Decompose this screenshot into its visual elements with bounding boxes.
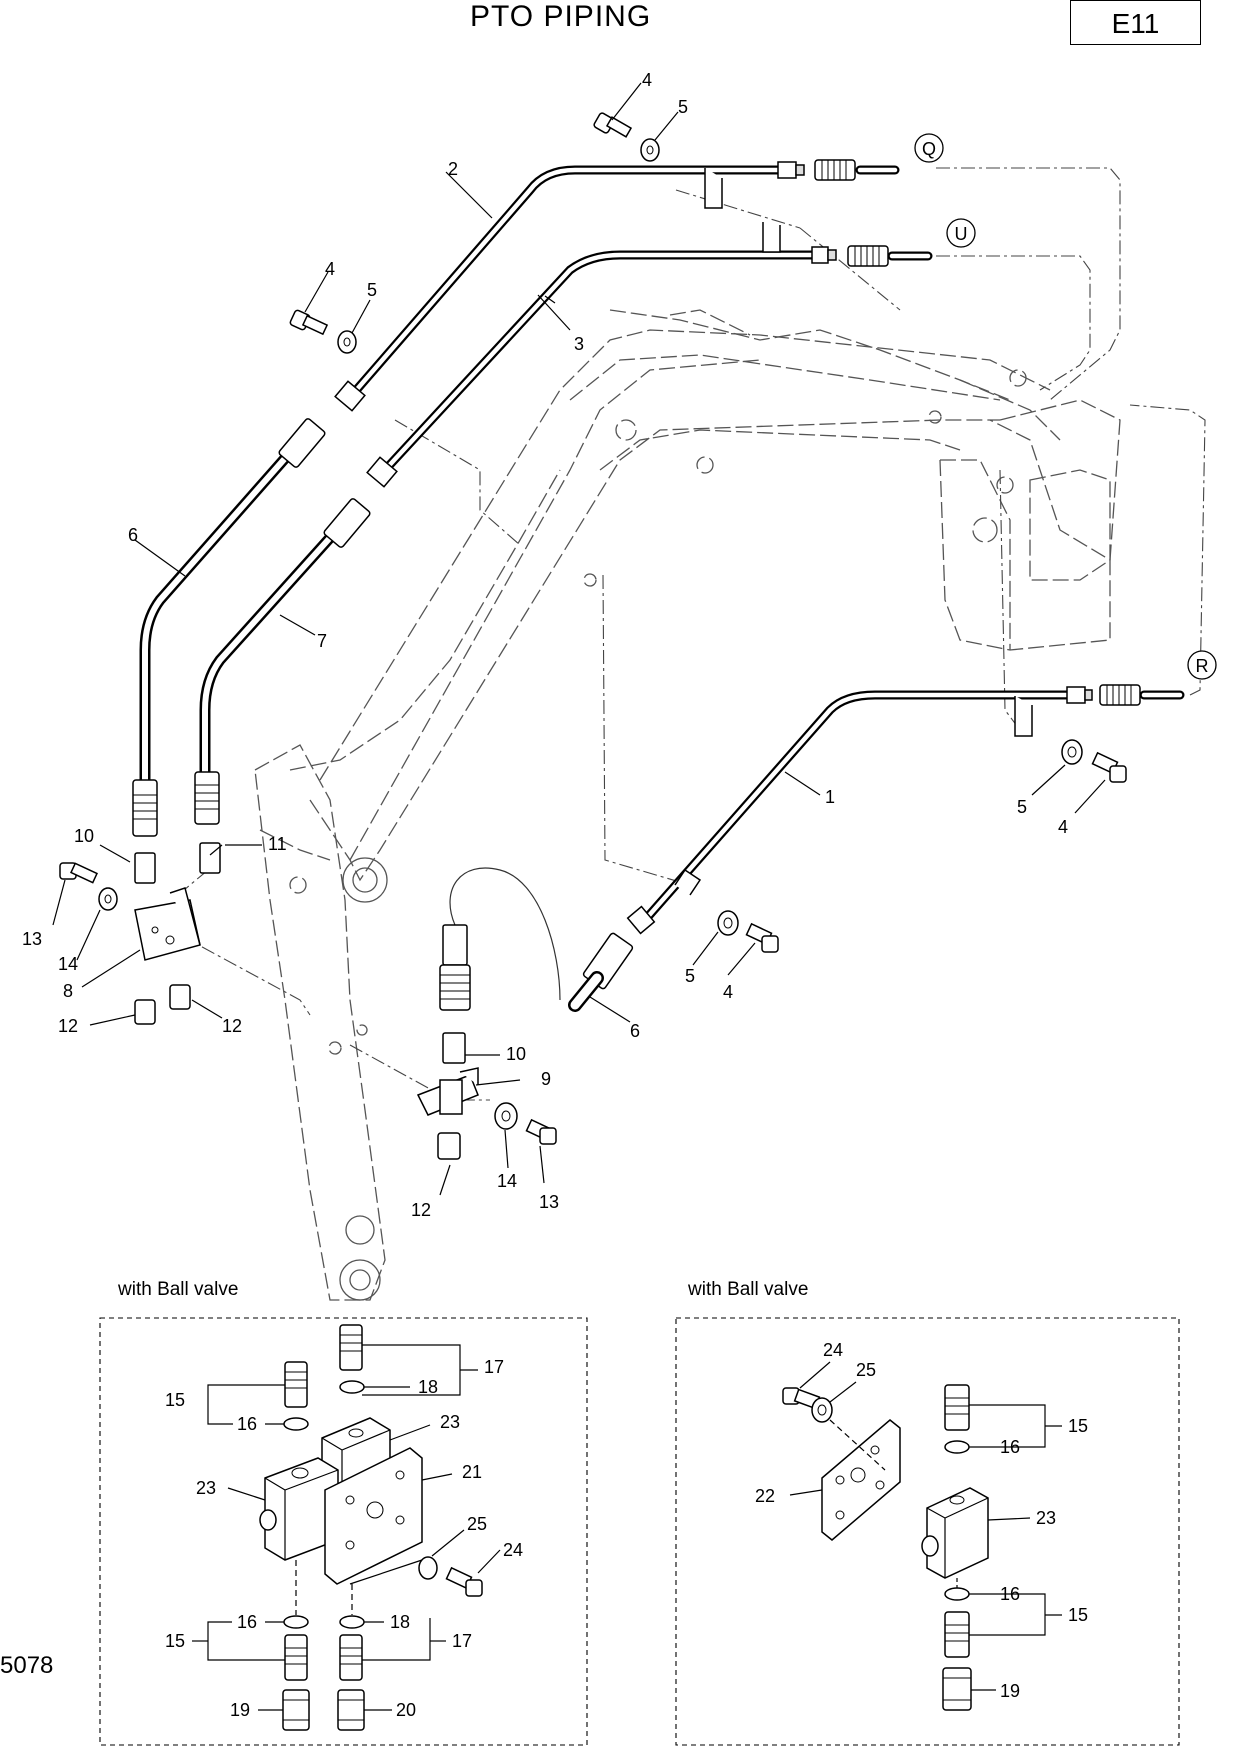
callout-6-upper: 6 (128, 525, 138, 545)
manifold-block-8 (134, 887, 201, 961)
marker-q: Q (914, 133, 944, 163)
manifold-block-9 (416, 1067, 479, 1116)
main-callouts: 2 3 4 5 4 5 6 7 1 5 4 5 4 6 10 11 13 14 … (22, 70, 1068, 1220)
callout-5-lower: 5 (685, 966, 695, 986)
inset-l-callout-18-top: 18 (418, 1377, 438, 1397)
inset-l-callout-24: 24 (503, 1540, 523, 1560)
connection-lines (177, 167, 1206, 1101)
callout-4-right: 4 (1058, 817, 1068, 837)
hose-6-lower (568, 932, 634, 1012)
callout-5-left: 5 (367, 280, 377, 300)
inset-l-callout-16-top: 16 (237, 1414, 257, 1434)
sheet-number: 5078 (0, 1652, 54, 1679)
callout-13-lower: 13 (539, 1192, 559, 1212)
callout-3: 3 (574, 334, 584, 354)
hose-end-u (847, 245, 933, 267)
inset-l-callout-23-upper: 23 (440, 1412, 460, 1432)
callout-4-left: 4 (325, 259, 335, 279)
callout-12-a: 12 (58, 1016, 78, 1036)
inset-l-callout-17-bottom: 17 (452, 1631, 472, 1651)
inset-l-callout-18-bottom: 18 (390, 1612, 410, 1632)
left-inset: 17 18 15 16 23 23 21 25 24 16 15 18 17 1… (99, 1317, 588, 1746)
inset-r-callout-22: 22 (755, 1486, 775, 1506)
marker-q-label: Q (922, 139, 936, 159)
pipe-3 (366, 222, 837, 488)
pipe-2 (334, 161, 805, 412)
marker-r: R (1187, 650, 1217, 680)
marker-r-label: R (1196, 656, 1209, 676)
inset-l-callout-15-bottom: 15 (165, 1631, 185, 1651)
callout-10-left: 10 (74, 826, 94, 846)
callout-14-lower: 14 (497, 1171, 517, 1191)
bolts-washers (59, 112, 1127, 1160)
callout-5-top: 5 (678, 97, 688, 117)
callout-14-left: 14 (58, 954, 78, 974)
hose-end-q (814, 159, 900, 181)
callout-8: 8 (63, 981, 73, 1001)
right-inset: 24 25 22 15 16 23 16 15 19 (675, 1317, 1180, 1746)
boom-outline (254, 309, 1121, 1301)
callout-5-right: 5 (1017, 797, 1027, 817)
callout-7: 7 (317, 631, 327, 651)
leader-lines (52, 82, 1106, 1196)
inset-l-callout-15-top: 15 (165, 1390, 185, 1410)
inset-r-callout-15-bottom: 15 (1068, 1605, 1088, 1625)
inset-r-callout-25: 25 (856, 1360, 876, 1380)
page-title: PTO PIPING (470, 0, 652, 33)
inset-l-callout-21: 21 (462, 1462, 482, 1482)
inset-l-callout-20: 20 (396, 1700, 416, 1720)
callout-11: 11 (268, 834, 287, 854)
pipe-1 (626, 686, 1093, 935)
callout-9: 9 (541, 1069, 551, 1089)
inset-r-callout-16-bottom: 16 (1000, 1584, 1020, 1604)
callout-12-b: 12 (222, 1016, 242, 1036)
page-code-box: E11 (1070, 0, 1201, 45)
right-inset-label: with Ball valve (688, 1279, 809, 1300)
inset-r-callout-23: 23 (1036, 1508, 1056, 1528)
inset-l-callout-25: 25 (467, 1514, 487, 1534)
callout-10-lower: 10 (506, 1044, 526, 1064)
left-inset-label: with Ball valve (118, 1279, 239, 1300)
marker-u: U (946, 218, 976, 248)
callout-4-top: 4 (642, 70, 652, 90)
callout-2: 2 (448, 159, 458, 179)
marker-u-label: U (955, 224, 968, 244)
inset-r-callout-24: 24 (823, 1340, 843, 1360)
callout-13-left: 13 (22, 929, 42, 949)
inset-r-callout-16-top: 16 (1000, 1437, 1020, 1457)
callout-4-lower: 4 (723, 982, 733, 1002)
callout-1: 1 (825, 787, 835, 807)
hose-6-left (132, 418, 326, 837)
inset-r-callout-19: 19 (1000, 1681, 1020, 1701)
callout-12-c: 12 (411, 1200, 431, 1220)
inset-r-callout-15-top: 15 (1068, 1416, 1088, 1436)
hose-7 (194, 498, 371, 825)
swivel-fitting (439, 924, 471, 1011)
callout-6-lower: 6 (630, 1021, 640, 1041)
inset-l-callout-16-bottom: 16 (237, 1612, 257, 1632)
inset-l-callout-19: 19 (230, 1700, 250, 1720)
inset-l-callout-17-top: 17 (484, 1357, 504, 1377)
hose-end-r (1099, 684, 1185, 706)
inset-l-callout-23-left: 23 (196, 1478, 216, 1498)
